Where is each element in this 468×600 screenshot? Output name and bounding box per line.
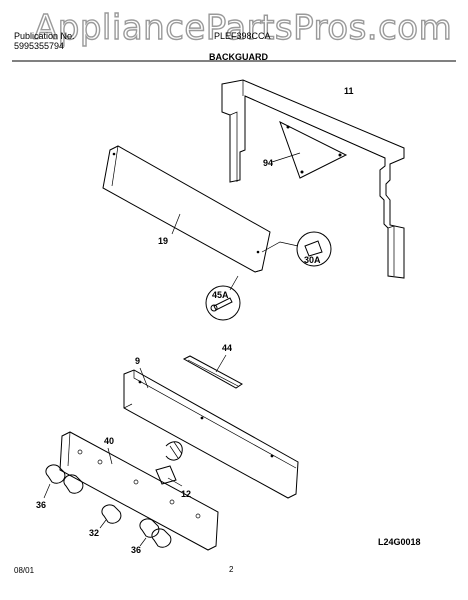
backguard-frame-11 xyxy=(221,79,405,279)
callout-45a: 45A xyxy=(212,290,229,300)
callout-94: 94 xyxy=(263,158,274,168)
drawing-id: L24G0018 xyxy=(378,537,421,547)
section-title: BACKGUARD xyxy=(209,52,268,62)
publication-label: Publication No. xyxy=(14,31,75,41)
callout-9: 9 xyxy=(135,356,141,366)
bracket-94 xyxy=(271,120,348,179)
callout-40: 40 xyxy=(104,436,115,446)
footer-date: 08/01 xyxy=(14,566,35,575)
callout-12: 12 xyxy=(181,489,192,499)
clip-30a xyxy=(261,231,332,267)
callout-19: 19 xyxy=(158,236,169,246)
switch-12 xyxy=(155,441,183,487)
panel-19 xyxy=(102,145,271,273)
trim-strip-44 xyxy=(182,354,243,389)
callout-30a: 30A xyxy=(304,255,321,265)
model-number: PLEF398CCA xyxy=(214,31,271,41)
manifold-bracket-9 xyxy=(123,367,299,499)
callout-44: 44 xyxy=(222,343,233,353)
control-panel-40 xyxy=(59,431,219,551)
knobs-36-32 xyxy=(43,464,172,548)
callout-36-left: 36 xyxy=(36,500,47,510)
callout-32: 32 xyxy=(89,528,100,538)
callout-11: 11 xyxy=(344,86,354,96)
publication-number: 5995355794 xyxy=(14,41,65,51)
screw-45a xyxy=(205,275,241,321)
callout-36-right: 36 xyxy=(131,545,142,555)
page-number: 2 xyxy=(229,565,234,574)
